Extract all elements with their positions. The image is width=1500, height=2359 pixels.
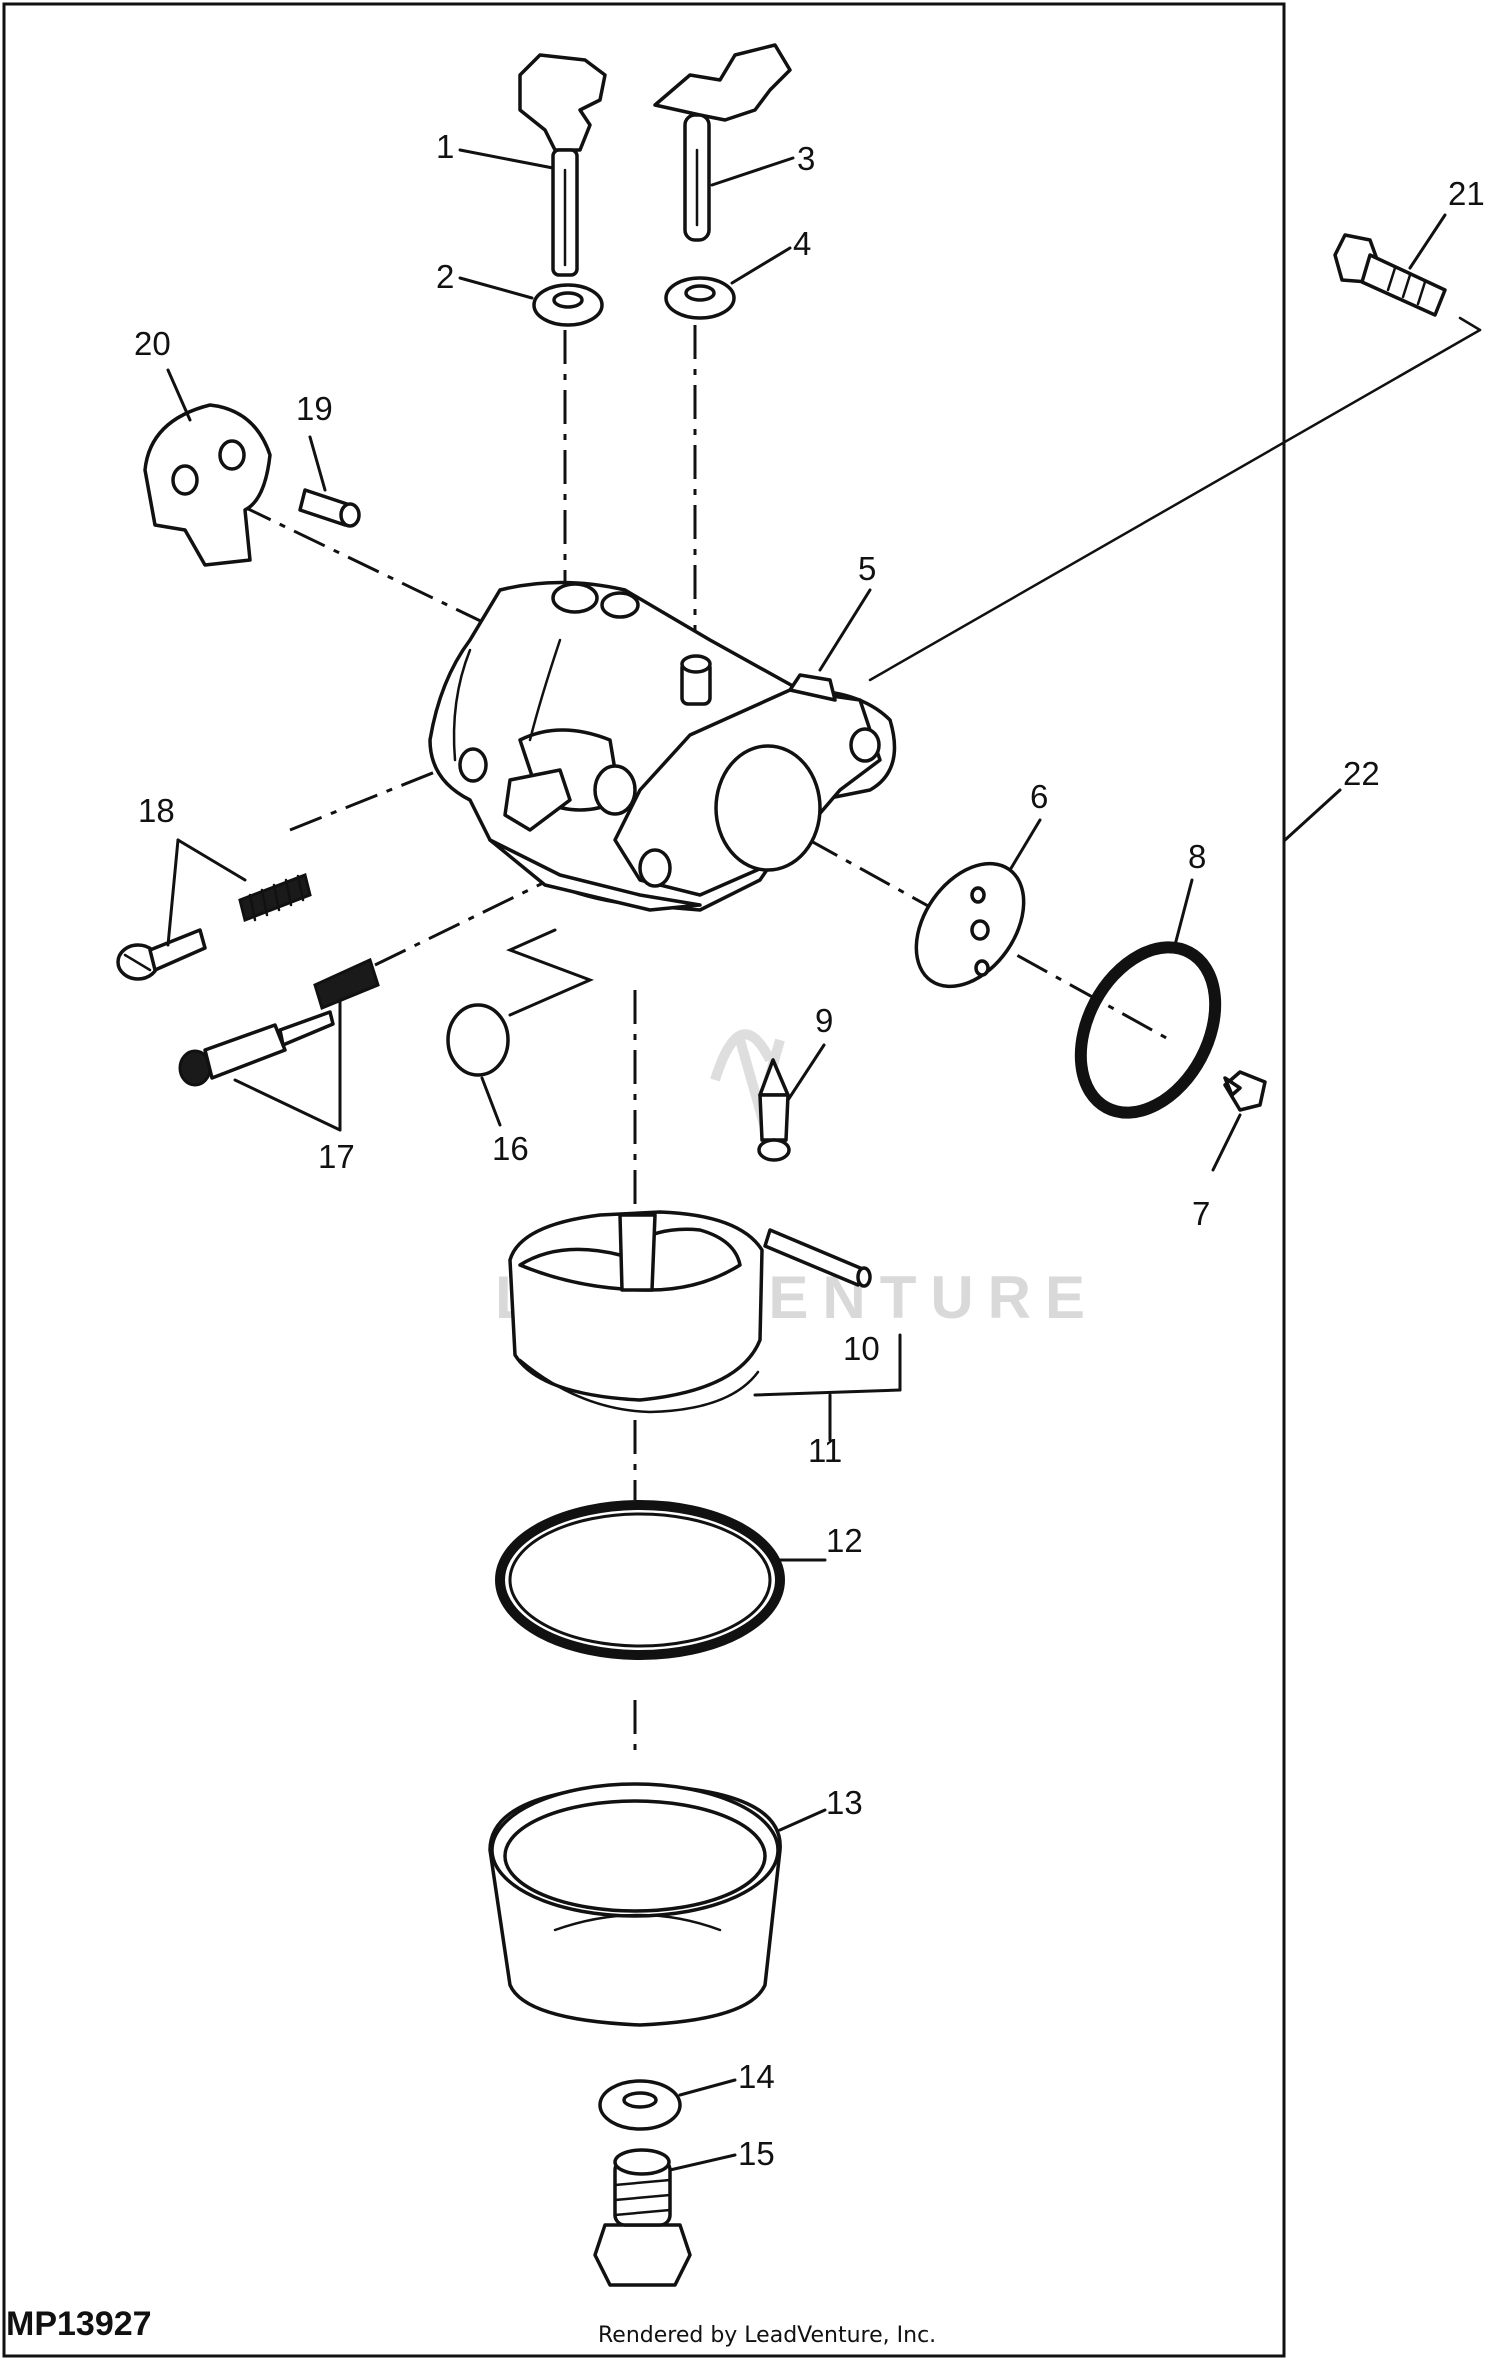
render-credit: Rendered by LeadVenture, Inc. <box>598 2323 936 2348</box>
diagram-frame <box>2 2 1286 2358</box>
callout-19: 19 <box>296 390 333 427</box>
callout-4: 4 <box>793 225 811 262</box>
diagram-code: MP13927 <box>6 2305 152 2343</box>
assembly-axes <box>239 316 1482 1760</box>
callout-7: 7 <box>1192 1195 1210 1232</box>
carburetor-body <box>428 580 897 912</box>
callout-14: 14 <box>738 2058 775 2095</box>
choke-shaft <box>518 53 607 277</box>
callout-22: 22 <box>1343 755 1380 792</box>
bowl-gasket <box>495 1500 785 1660</box>
callout-6: 6 <box>1030 778 1048 815</box>
pin-19 <box>298 488 361 528</box>
idle-screw-18 <box>116 928 207 981</box>
callout-5: 5 <box>858 550 876 587</box>
callout-labels: 1 2 3 4 5 6 7 8 9 10 11 12 13 14 15 16 1… <box>134 128 1485 2172</box>
callout-10: 10 <box>843 1330 880 1367</box>
callout-17: 17 <box>318 1138 355 1175</box>
callout-1: 1 <box>436 128 454 165</box>
spring-17 <box>313 957 380 1011</box>
callout-20: 20 <box>134 325 171 362</box>
screw-7 <box>1223 1070 1267 1112</box>
callout-15: 15 <box>738 2135 775 2172</box>
o-ring-8 <box>1074 941 1222 1119</box>
washer-14 <box>598 2079 682 2131</box>
washer-4 <box>664 276 736 320</box>
callout-16: 16 <box>492 1130 529 1167</box>
mixture-screw-17 <box>178 1010 335 1087</box>
callout-18: 18 <box>138 792 175 829</box>
leader-lines <box>166 148 1447 2172</box>
spring-18 <box>238 872 312 923</box>
callout-3: 3 <box>797 140 815 177</box>
float-bowl <box>488 1782 782 2027</box>
float-pin <box>763 1228 872 1288</box>
drain-bolt <box>593 2148 692 2287</box>
callout-21: 21 <box>1448 175 1485 212</box>
callout-2: 2 <box>436 258 454 295</box>
callout-12: 12 <box>826 1522 863 1559</box>
gasket-plate <box>914 861 1026 989</box>
callout-13: 13 <box>826 1784 863 1821</box>
inlet-needle <box>757 1058 791 1162</box>
float <box>508 1210 764 1414</box>
callout-8: 8 <box>1188 838 1206 875</box>
callout-9: 9 <box>815 1002 833 1039</box>
washer-2 <box>532 283 604 327</box>
throttle-shaft <box>653 43 792 242</box>
mounting-bolt <box>1333 233 1447 317</box>
callout-11: 11 <box>808 1432 842 1469</box>
choke-plate <box>143 403 272 567</box>
welch-plug <box>446 1003 510 1077</box>
